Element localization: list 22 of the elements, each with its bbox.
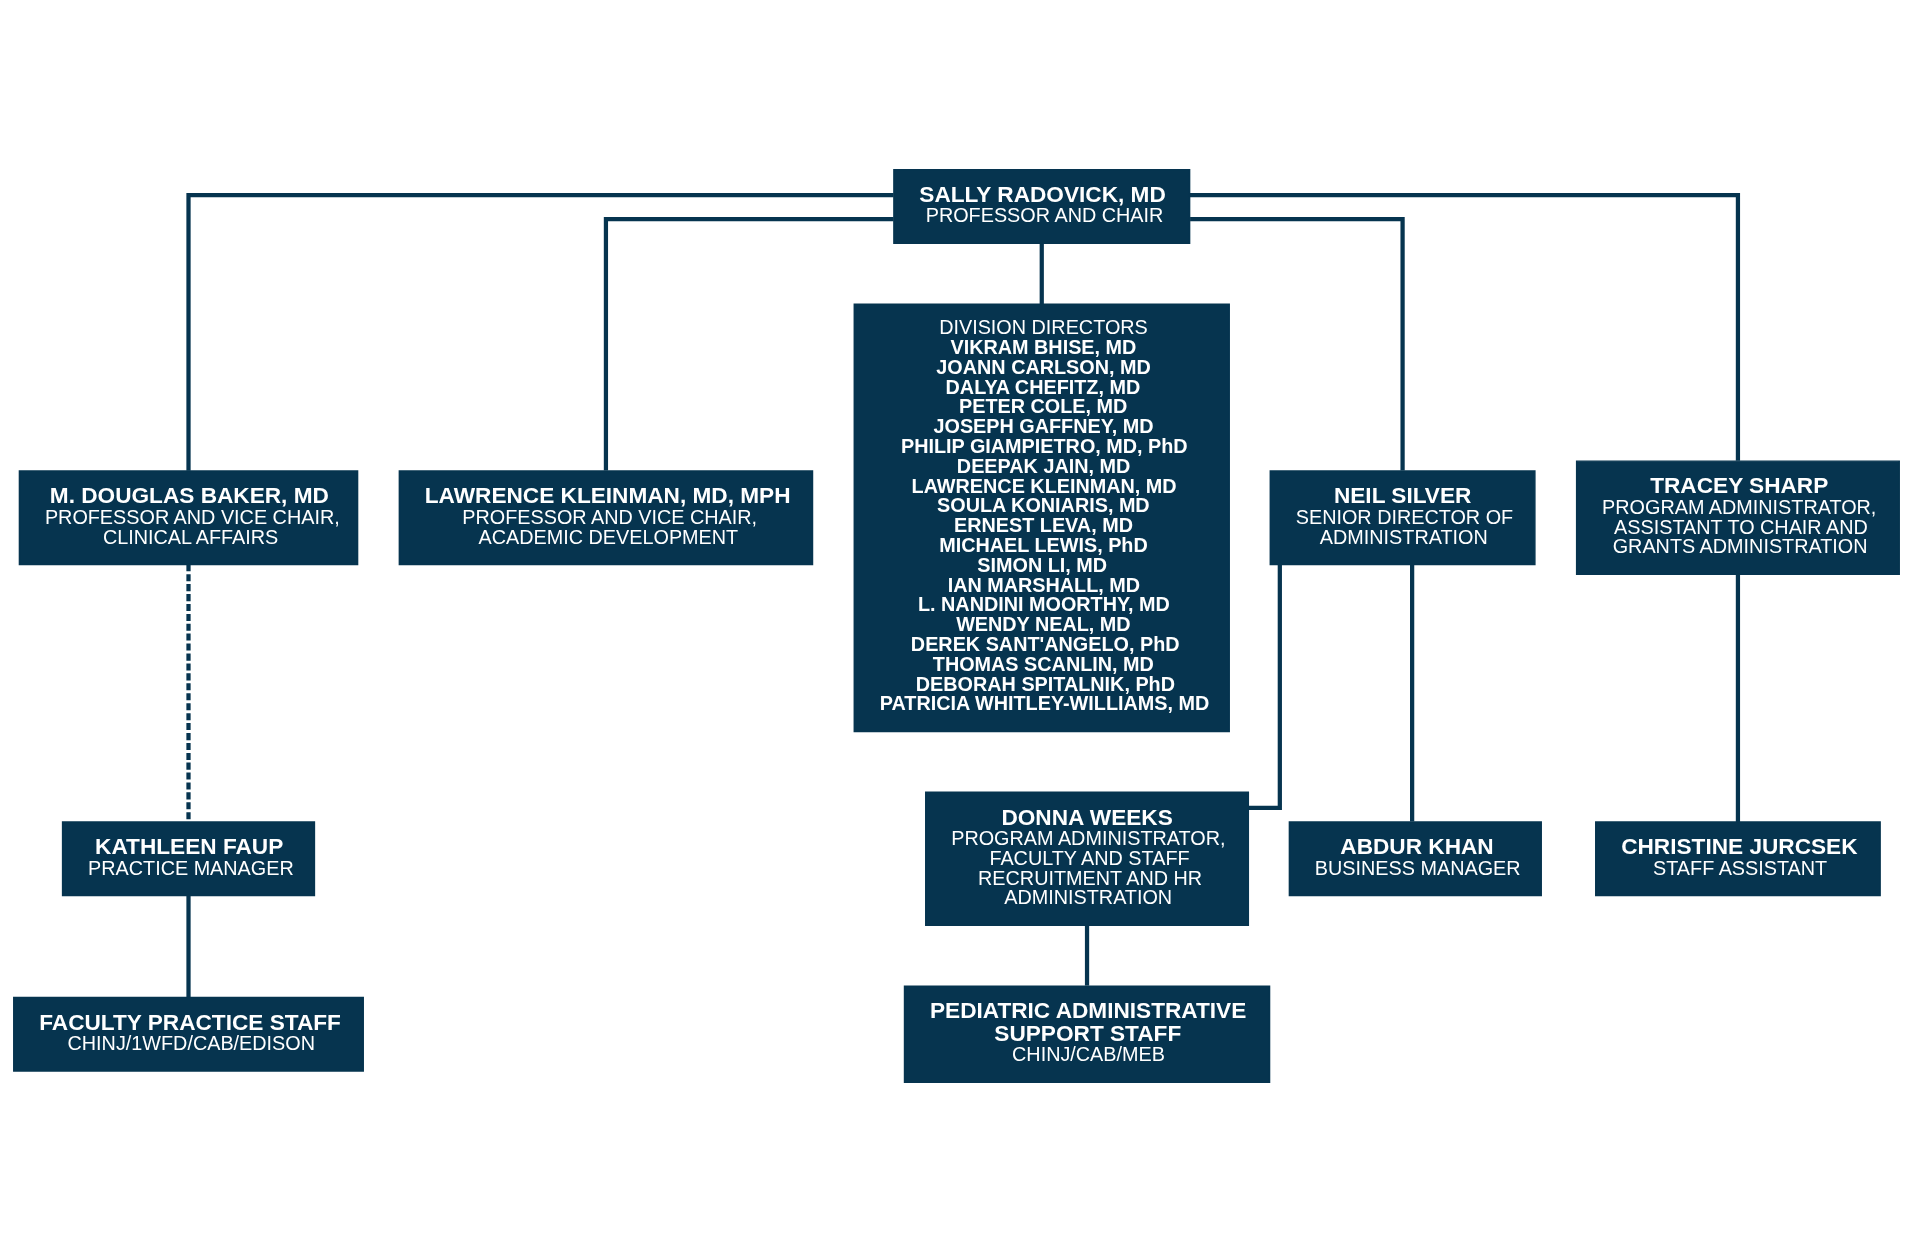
connector — [186, 564, 191, 822]
connector — [603, 217, 894, 471]
node-box: NEIL SILVER SENIOR DIRECTOR OF ADMINISTRATION — [1269, 470, 1536, 566]
node-box: KATHLEEN FAUP PRACTICE MANAGER — [61, 821, 316, 897]
node-box: PEDIATRIC ADMINISTRATIVE SUPPORT STAFF CHINJ/CAB/MEB — [903, 985, 1271, 1084]
node-box: M. DOUGLAS BAKER, MD PROFESSOR AND VICE CHAIR, CLINICAL AFFAIRS — [18, 470, 359, 566]
node-box: LAWRENCE KLEINMAN, MD, MPH PROFESSOR AND VICE CHAIR, ACADEMIC DEVELOPMENT — [398, 470, 814, 566]
node-box: SALLY RADOVICK, MD PROFESSOR AND CHAIR — [893, 168, 1191, 244]
node-box: TRACEY SHARP PROGRAM ADMINISTRATOR, ASSISTANT TO CHAIR AND GRANTS ADMINISTRATION — [1575, 460, 1900, 576]
connector — [186, 896, 191, 998]
connector — [1410, 564, 1415, 822]
connector — [1084, 925, 1090, 986]
node-box: DONNA WEEKS PROGRAM ADMINISTRATOR, FACULTY AND STAFF RECRUITMENT AND HR ADMINISTRATION — [925, 791, 1250, 926]
connector — [1735, 574, 1741, 822]
node-box: DIVISION DIRECTORS VIKRAM BHISE, MD JOANN CARLSON, MD DALYA CHEFITZ, MD PETER COLE, MD JOSEPH GAFFNEY, MD PHILIP GIAMPIETRO, MD, PhD DEEPAK JAIN, MD LAWRENCE KLEINMAN, MD SOULA KONIARIS, MD ERNEST LEVA, MD MICHAEL LEWIS, PhD SIMON LI, MD IAN MARSHALL, MD L. NANDINI MOORTHY, MD WENDY NEAL, MD DEREK SANT'ANGELO, PhD THOMAS SCANLIN, MD DEBORAH SPITALNIK, PhD PATRICIA WHITLEY-WILLIAMS, MD — [853, 303, 1230, 733]
connector — [1189, 193, 1741, 461]
connector — [1190, 217, 1405, 471]
node-box: CHRISTINE JURCSEK STAFF ASSISTANT — [1595, 821, 1881, 897]
node-box: ABDUR KHAN BUSINESS MANAGER — [1288, 821, 1542, 897]
connector — [1039, 243, 1044, 304]
connector — [186, 193, 894, 471]
node-box: FACULTY PRACTICE STAFF CHINJ/1WFD/CAB/EDISON — [13, 996, 364, 1072]
